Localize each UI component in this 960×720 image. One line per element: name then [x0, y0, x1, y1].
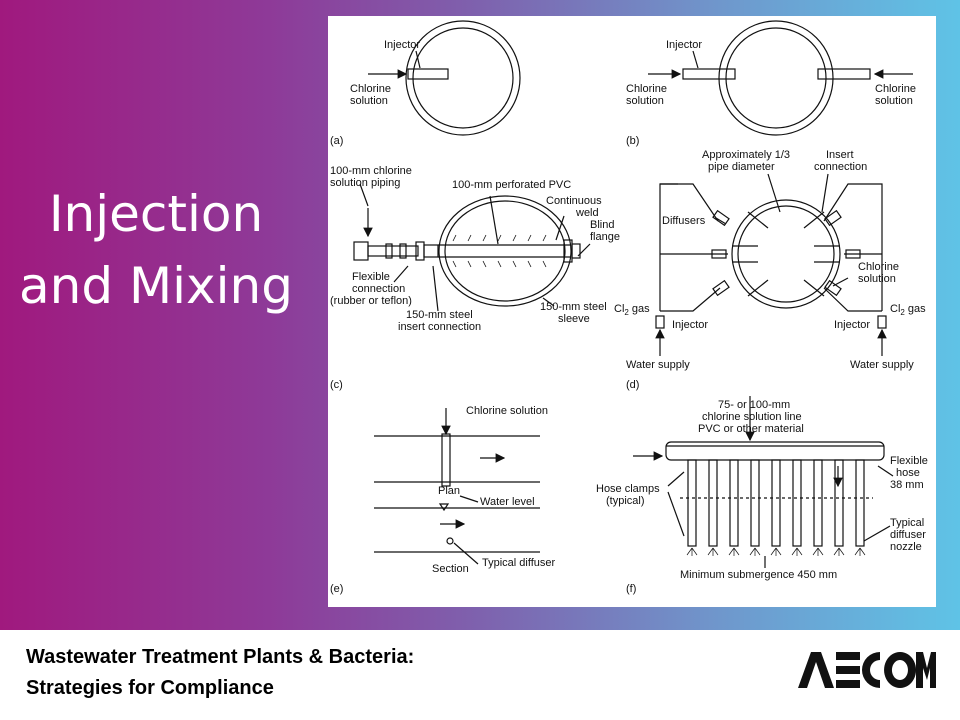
c-sleeve-label-2: sleeve — [558, 313, 590, 325]
panel-b-pipe — [648, 20, 913, 136]
f-hose-label-1: Flexible — [890, 455, 928, 467]
b-right-chlorine-2: solution — [875, 95, 913, 107]
f-nozzle-label-3: nozzle — [890, 541, 922, 553]
c-sleeve-label-1: 150-mm steel — [540, 301, 607, 313]
d-cl2-right: Cl2 gas — [890, 303, 926, 317]
b-left-chlorine-1: Chlorine — [626, 83, 667, 95]
panel-d-pipe — [655, 173, 887, 356]
d-chlorine-label-1: Chlorine — [858, 261, 899, 273]
injection-diagram-figure: Injector Chlorine solution (a) Injector … — [328, 16, 936, 607]
panel-f-nozzle-sprays — [686, 547, 866, 556]
a-chlorine-label-2: solution — [350, 95, 388, 107]
panel-a-tag: (a) — [330, 135, 343, 147]
b-injector-label: Injector — [666, 39, 702, 51]
panel-b-tag: (b) — [626, 135, 639, 147]
f-line-label-2: chlorine solution line — [702, 411, 802, 423]
d-injector-right: Injector — [834, 319, 870, 331]
b-right-chlorine-1: Chlorine — [875, 83, 916, 95]
panel-c-pipe — [353, 183, 591, 312]
panel-f-tag: (f) — [626, 583, 636, 595]
f-nozzle-label-2: diffuser — [890, 529, 926, 541]
panel-f-manifold — [633, 396, 894, 568]
c-blind-label-1: Blind — [590, 219, 614, 231]
d-water-left: Water supply — [626, 359, 690, 371]
f-line-label-1: 75- or 100-mm — [718, 399, 790, 411]
c-insert-label-1: 150-mm steel — [406, 309, 473, 321]
footer-line-1: Wastewater Treatment Plants & Bacteria: — [26, 646, 415, 668]
d-insert-label-2: connection — [814, 161, 867, 173]
c-weld-label-1: Continuous — [546, 195, 602, 207]
a-chlorine-label-1: Chlorine — [350, 83, 391, 95]
b-left-chlorine-2: solution — [626, 95, 664, 107]
title-line-2: and Mixing — [19, 257, 293, 315]
panel-a-pipe — [368, 20, 521, 136]
c-flex-label-3: (rubber or teflon) — [330, 295, 412, 307]
f-clamps-label-1: Hose clamps — [596, 483, 660, 495]
a-injector-label: Injector — [384, 39, 420, 51]
panel-e-channel — [374, 408, 540, 565]
e-plan-label: Plan — [438, 485, 460, 497]
f-hose-label-2: hose — [896, 467, 920, 479]
c-weld-label-2: weld — [575, 207, 599, 219]
d-chlorine-label-2: solution — [858, 273, 896, 285]
f-hose-label-3: 38 mm — [890, 479, 924, 491]
c-flex-label-2: connection — [352, 283, 405, 295]
aecom-logo — [798, 652, 936, 688]
e-section-label: Section — [432, 563, 469, 575]
injection-diagram: Injector Chlorine solution (a) Injector … — [330, 20, 928, 595]
c-piping-label-2: solution piping — [330, 177, 400, 189]
d-diffusers-label: Diffusers — [662, 215, 706, 227]
panel-d-tag: (d) — [626, 379, 639, 391]
d-water-right: Water supply — [850, 359, 914, 371]
e-water-level-label: Water level — [480, 496, 535, 508]
panel-c-tag: (c) — [330, 379, 343, 391]
c-insert-label-2: insert connection — [398, 321, 481, 333]
title-line-1: Injection — [48, 185, 264, 243]
slide-title: Injection and Mixing — [0, 178, 312, 322]
f-submergence-label: Minimum submergence 450 mm — [680, 569, 837, 581]
panel-e-tag: (e) — [330, 583, 343, 595]
f-clamps-label-2: (typical) — [606, 495, 645, 507]
c-flex-label-1: Flexible — [352, 271, 390, 283]
e-chlorine-label: Chlorine solution — [466, 405, 548, 417]
d-approx-label-1: Approximately 1/3 — [702, 149, 790, 161]
c-piping-label-1: 100-mm chlorine — [330, 165, 412, 177]
panel-c-perforations — [452, 234, 547, 268]
c-blind-label-2: flange — [590, 231, 620, 243]
d-insert-label-1: Insert — [826, 149, 854, 161]
d-injector-left: Injector — [672, 319, 708, 331]
d-cl2-left: Cl2 gas — [614, 303, 650, 317]
footer-caption: Wastewater Treatment Plants & Bacteria: … — [26, 642, 414, 704]
c-pvc-label: 100-mm perforated PVC — [452, 179, 571, 191]
e-diffuser-label: Typical diffuser — [482, 557, 556, 569]
f-line-label-3: PVC or other material — [698, 423, 804, 435]
footer-line-2: Strategies for Compliance — [26, 677, 274, 699]
d-approx-label-2: pipe diameter — [708, 161, 775, 173]
f-nozzle-label-1: Typical — [890, 517, 924, 529]
